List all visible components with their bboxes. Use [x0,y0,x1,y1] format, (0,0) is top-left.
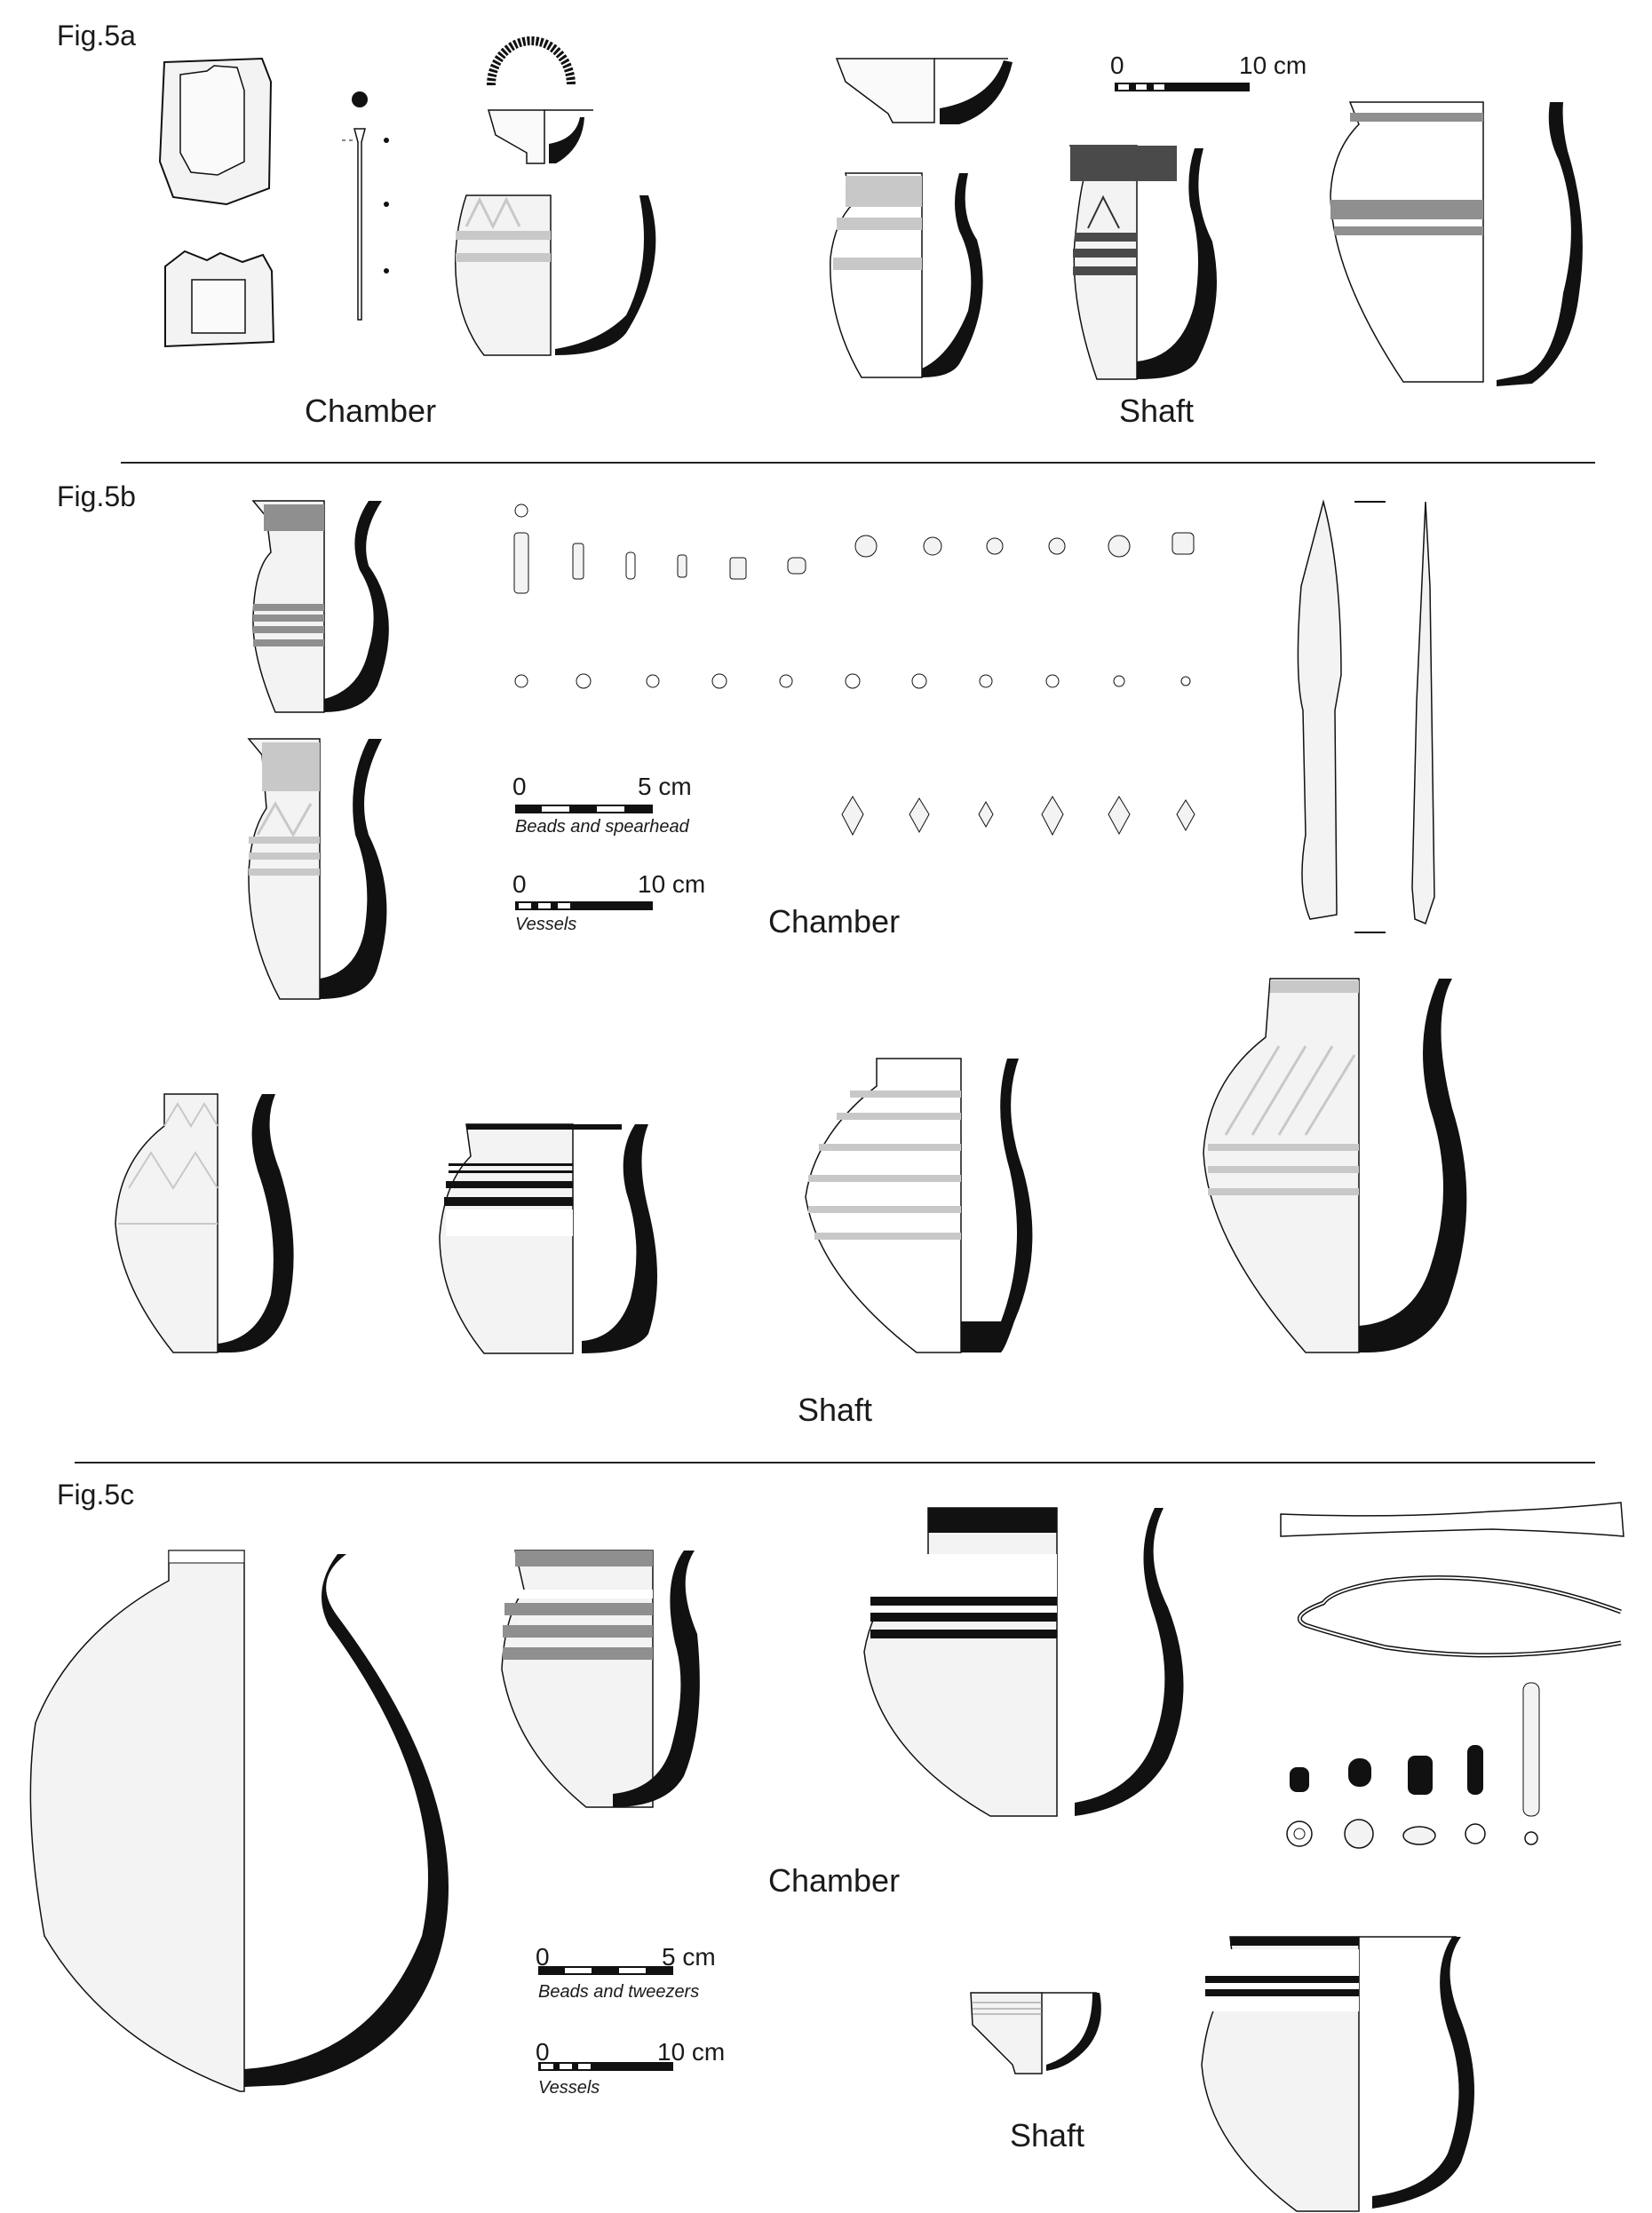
scale-bar-vessels-5c [538,2062,673,2071]
jar-black-bands-drawing [439,1123,657,1354]
scale-bar-beads-5b [515,805,653,813]
section-label-shaft-5c: Shaft [1010,2117,1085,2154]
beads-row-3-drawing [841,796,1195,837]
large-jar-hatched-drawing [1203,978,1467,1353]
beads-row-2-drawing [514,673,1191,689]
tweezers-open-drawing [1297,1575,1622,1658]
beads-5c-drawing [1286,1682,1540,1849]
spearhead-drawing [1297,499,1435,933]
scale-start-vessels-5c: 0 [536,2038,550,2066]
jar-grey-bands-drawing [830,172,983,378]
jug-grey-bands-drawing [251,500,389,713]
figure-label-5c: Fig.5c [57,1479,135,1511]
footed-bowl-drawing [835,58,1013,124]
stone-mould-side-drawing [164,250,275,348]
large-ovoid-jar-drawing [29,1550,449,2092]
section-label-shaft-5a: Shaft [1119,393,1195,429]
scale-caption-vessels-5b: Vessels [515,915,577,934]
beads-row-1-drawing [513,504,1195,594]
large-jar-grey-bands-drawing [1330,101,1583,386]
jar-two-black-bands-drawing [1201,1936,1474,2212]
scale-bar-5a [1115,83,1250,91]
small-footed-bowl-drawing [970,1992,1101,2074]
tweezers-closed-drawing [1280,1502,1624,1537]
jar-light-chevrons-drawing [115,1093,294,1353]
bronze-pin-drawing [342,91,389,321]
pedestal-bowl-drawing [488,109,593,164]
scale-start-5a: 0 [1110,52,1124,79]
scale-end-beads-5c: 5 cm [662,1943,716,1971]
section-label-chamber-5a: Chamber [305,393,437,429]
scale-start-vessels-5b: 0 [512,870,527,898]
section-divider-2 [75,1462,1595,1463]
scale-start-beads-5c: 0 [536,1943,550,1971]
jar-grey-bands-5c-drawing [501,1550,700,1808]
jar-dark-neck-chevrons-drawing [1068,145,1217,380]
scale-bar-vessels-5b [515,901,653,910]
painted-jar-drawing [455,194,656,356]
jar-black-bands-5c-drawing [863,1507,1184,1817]
section-divider-1 [121,462,1595,464]
scale-end-vessels-5b: 10 cm [638,870,706,898]
stone-mould-front-drawing [158,57,273,206]
jug-light-chevrons-drawing [247,738,387,1000]
section-label-shaft-5b: Shaft [798,1392,873,1428]
scale-caption-beads-5c: Beads and tweezers [538,1982,700,2002]
scale-caption-vessels-5c: Vessels [538,2078,600,2098]
figure-label-5a: Fig.5a [57,20,136,52]
ring-fragment-drawing [487,36,576,86]
section-label-chamber-5b: Chamber [768,903,901,940]
scale-end-5a: 10 cm [1239,52,1307,79]
section-label-chamber-5c: Chamber [768,1862,901,1899]
scale-end-beads-5b: 5 cm [638,773,692,800]
figure-label-5b: Fig.5b [57,480,136,512]
scale-bar-beads-5c [538,1966,673,1975]
scale-caption-beads-5b: Beads and spearhead [515,817,689,837]
jar-light-bands-drawing [805,1058,1033,1353]
scale-end-vessels-5c: 10 cm [657,2038,726,2066]
scale-start-beads-5b: 0 [512,773,527,800]
